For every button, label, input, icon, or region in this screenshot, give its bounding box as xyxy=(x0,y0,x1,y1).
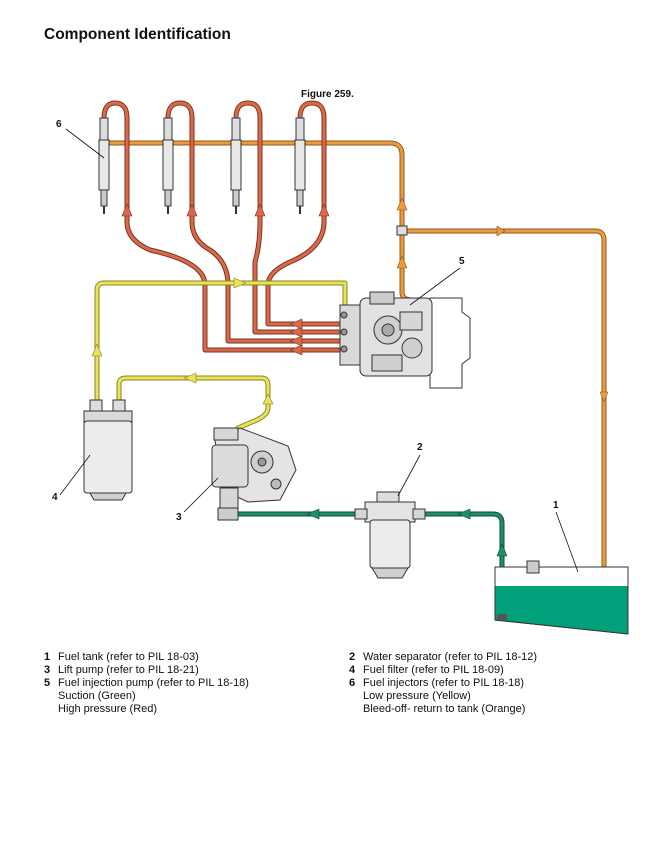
fuel-injector xyxy=(230,117,242,214)
high-pressure-lines xyxy=(101,100,343,356)
legend-note-suction: Suction (Green) xyxy=(58,690,136,702)
fuel-injection-pump xyxy=(339,291,471,389)
lift-pump xyxy=(211,427,297,521)
page-title: Component Identification xyxy=(44,26,231,43)
legend-number: 4 xyxy=(349,664,356,676)
legend-item-lift-pump: 3 Lift pump (refer to PIL 18-21) xyxy=(44,664,249,677)
legend-left: 1 Fuel tank (refer to PIL 18-03) 3 Lift pu… xyxy=(44,651,249,716)
callout-leaders xyxy=(59,128,579,573)
fuel-injector xyxy=(98,117,110,214)
legend-number: 5 xyxy=(44,677,51,689)
fuel-tank xyxy=(494,560,629,635)
callout-fuel-filter: 4 xyxy=(52,492,58,503)
water-separator xyxy=(354,491,426,579)
legend-number: 3 xyxy=(44,664,51,676)
fuel-injectors xyxy=(98,117,306,214)
callout-fuel-tank: 1 xyxy=(553,500,559,511)
legend-number: 6 xyxy=(349,677,356,689)
legend-item-fuel-filter: 4 Fuel filter (refer to PIL 18-09) xyxy=(349,664,537,677)
figure-label: Figure 259. xyxy=(301,89,354,100)
fuel-injector xyxy=(162,117,174,214)
callout-lift-pump: 3 xyxy=(176,512,182,523)
legend-item-injection-pump: 5 Fuel injection pump (refer to PIL 18-18… xyxy=(44,677,249,690)
low-pressure-lines xyxy=(91,277,348,431)
callout-injection-pump: 5 xyxy=(459,256,465,267)
callout-water-separator: 2 xyxy=(417,442,423,453)
legend-note-low-pressure: Low pressure (Yellow) xyxy=(363,690,471,702)
fuel-injector xyxy=(294,117,306,214)
fuel-filter xyxy=(83,399,133,501)
legend-text: Lift pump (refer to PIL 18-21) xyxy=(58,664,199,676)
legend-note-high-pressure: High pressure (Red) xyxy=(58,703,158,715)
legend-text: Fuel injectors (refer to PIL 18-18) xyxy=(363,677,524,689)
suction-lines xyxy=(233,508,508,620)
legend-item-fuel-tank: 1 Fuel tank (refer to PIL 18-03) xyxy=(44,651,249,664)
legend-text: Fuel filter (refer to PIL 18-09) xyxy=(363,664,504,676)
legend-text: Fuel injection pump (refer to PIL 18-18) xyxy=(58,677,249,689)
legend-number: 1 xyxy=(44,651,51,663)
bleed-off-return-line xyxy=(101,140,609,583)
legend-note-bleed-off: Bleed-off- return to tank (Orange) xyxy=(363,703,526,715)
legend-text: Fuel tank (refer to PIL 18-03) xyxy=(58,651,199,663)
legend-text: Water separator (refer to PIL 18-12) xyxy=(363,651,538,663)
legend-item-fuel-injectors: 6 Fuel injectors (refer to PIL 18-18) xyxy=(349,677,537,690)
callout-fuel-injectors: 6 xyxy=(56,119,62,130)
legend-number: 2 xyxy=(349,651,356,663)
legend-item-water-separator: 2 Water separator (refer to PIL 18-12) xyxy=(349,651,537,664)
